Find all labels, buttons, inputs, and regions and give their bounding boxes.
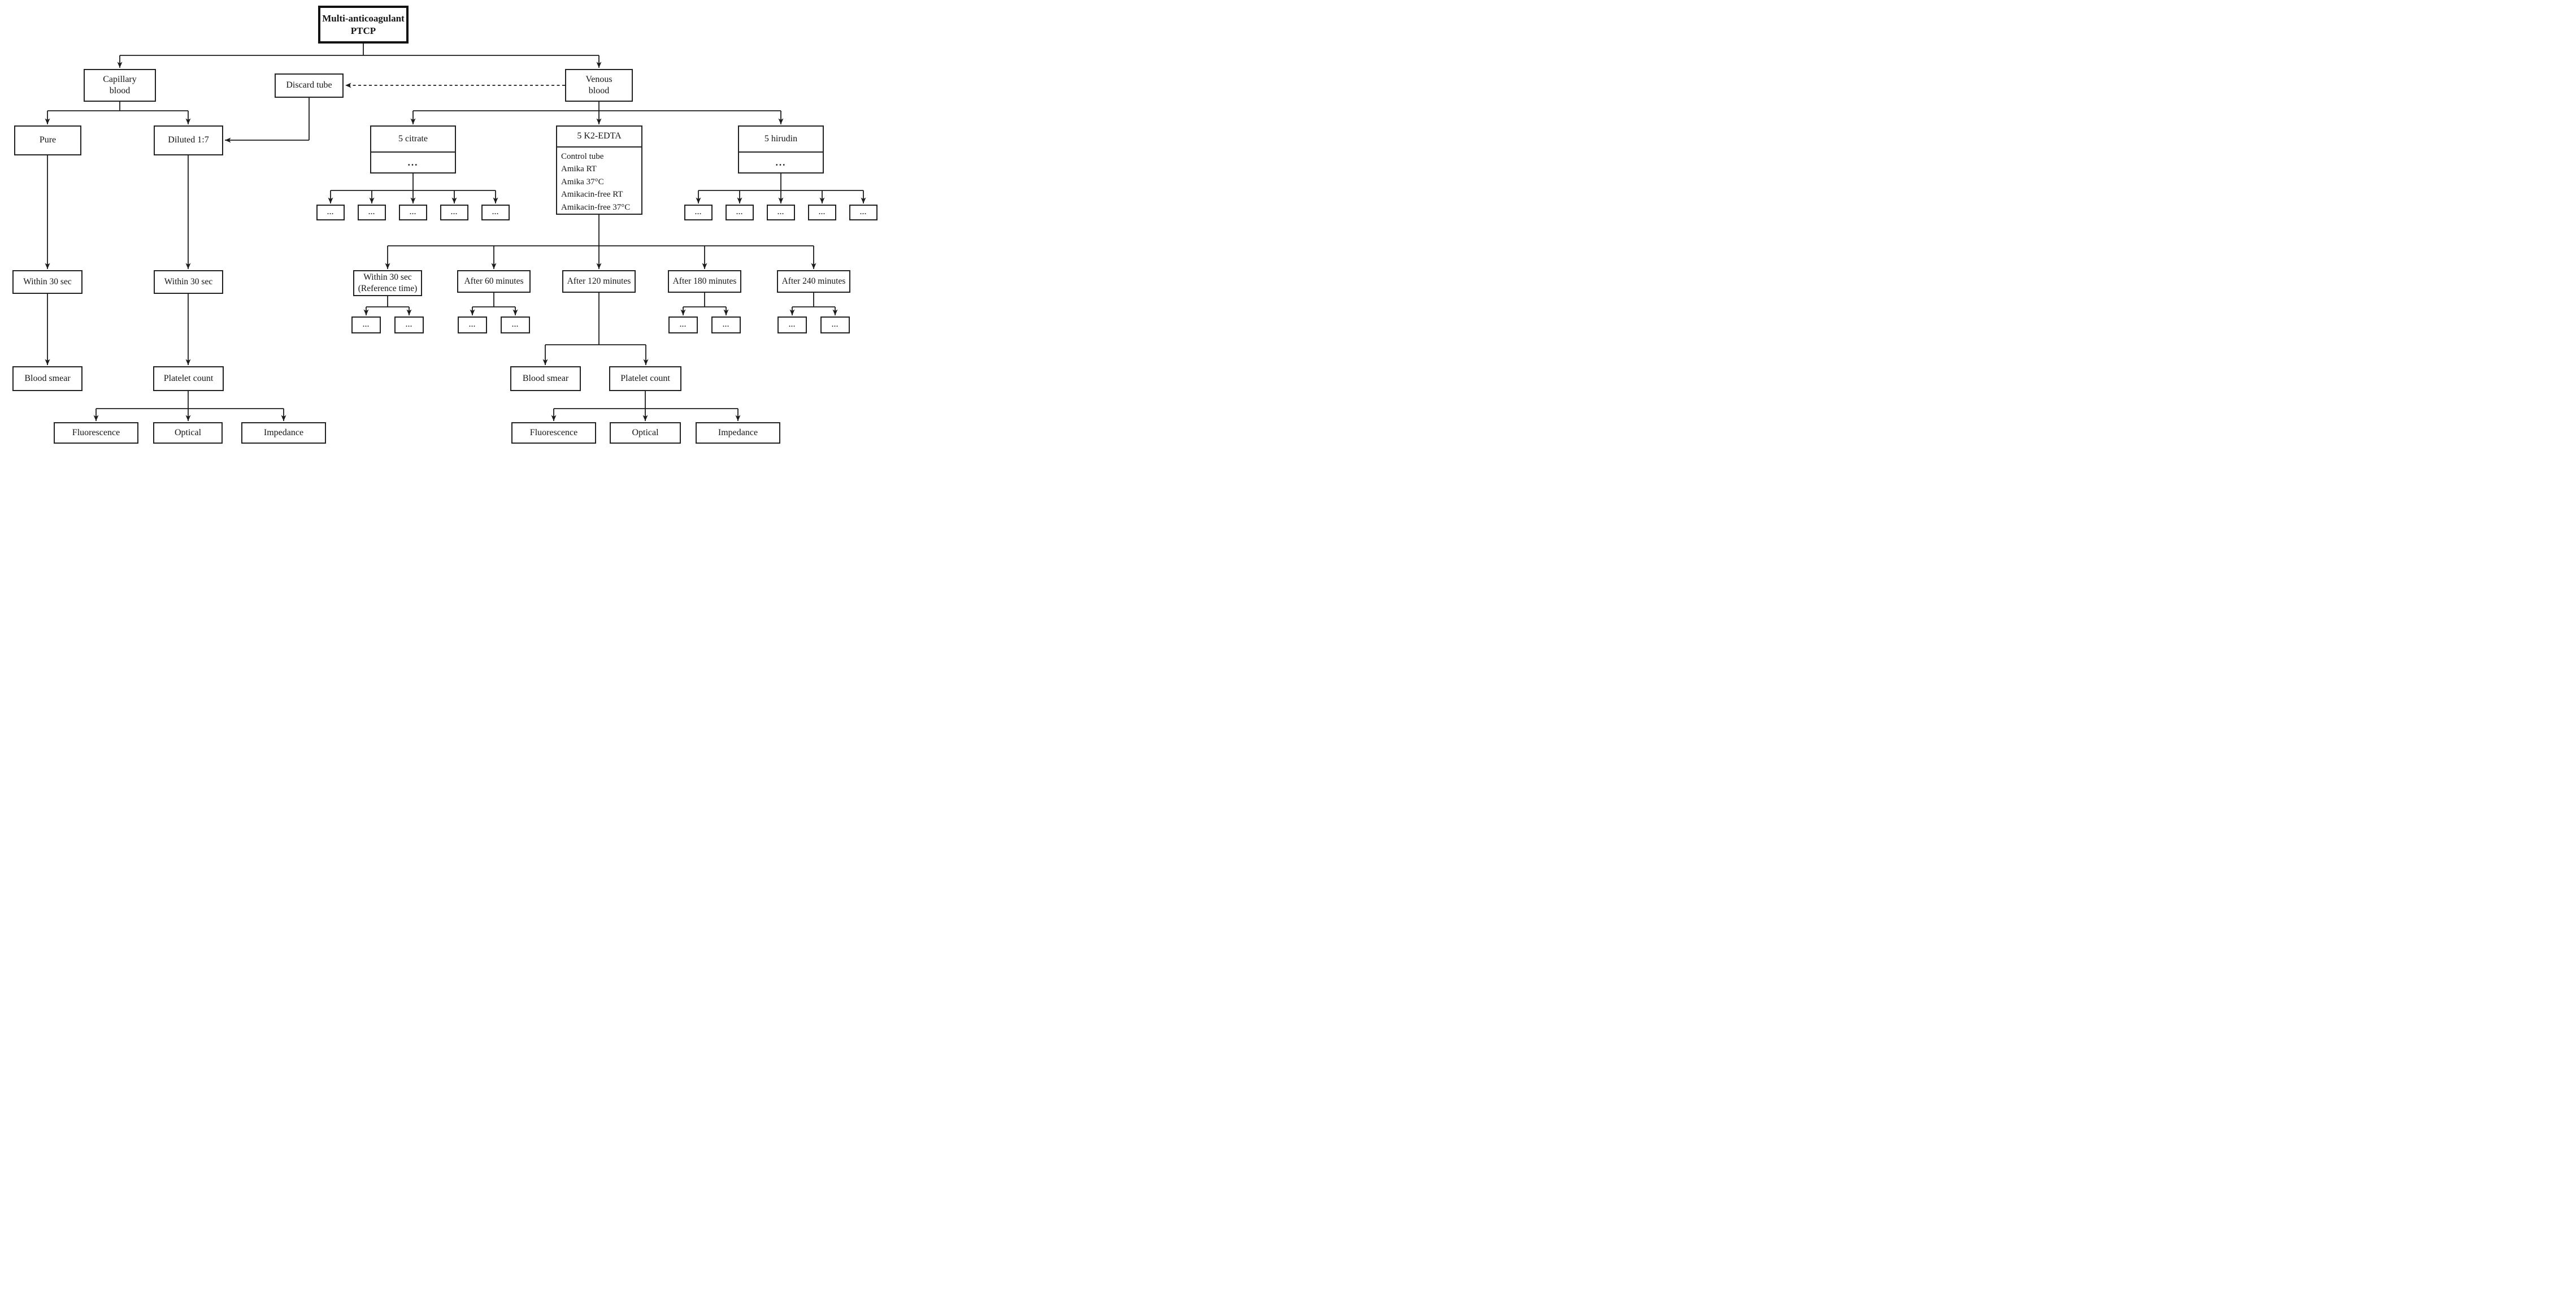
node-within-30-sec-pure: Within 30 sec [12,270,82,294]
node-180min-sample-2: ... [711,316,741,333]
node-5-hirudin: 5 hirudin ... [738,125,824,174]
condition-amika-37c: Amika 37°C [561,177,604,187]
node-5-citrate: 5 citrate ... [370,125,456,174]
node-240min-sample-1: ... [777,316,807,333]
condition-amikacin-free-37c: Amikacin-free 37°C [561,202,631,212]
k2-edta-condition-list: Control tube Amika RT Amika 37°C Amikaci… [557,148,641,214]
node-hirudin-tube-2: ... [726,205,754,220]
node-diluted-1-7: Diluted 1:7 [154,125,223,155]
node-impedance-right: Impedance [696,422,780,444]
node-venous-blood: Venous blood [565,69,633,102]
node-after-240-minutes: After 240 minutes [777,270,850,293]
node-discard-tube: Discard tube [275,73,344,98]
citrate-ellipsis: ... [407,157,419,168]
node-impedance-left: Impedance [241,422,326,444]
node-after-60-minutes: After 60 minutes [457,270,531,293]
node-fluorescence-left: Fluorescence [54,422,138,444]
node-60min-sample-1: ... [458,316,487,333]
title-line-2: PTCP [350,25,376,36]
citrate-label: 5 citrate [371,127,455,153]
hirudin-label: 5 hirudin [739,127,823,153]
node-blood-smear-left: Blood smear [12,366,82,391]
node-pure: Pure [14,125,81,155]
node-citrate-tube-1: ... [316,205,345,220]
condition-amika-rt: Amika RT [561,164,597,174]
connector-lines [45,44,866,421]
node-240min-sample-2: ... [820,316,850,333]
node-hirudin-tube-3: ... [767,205,795,220]
node-capillary-blood: Capillary blood [84,69,156,102]
node-blood-smear-right: Blood smear [510,366,581,391]
node-optical-right: Optical [610,422,681,444]
node-citrate-tube-3: ... [399,205,427,220]
node-multi-anticoagulant-ptcp: Multi-anticoagulant PTCP [318,6,409,44]
title-line-1: Multi-anticoagulant [322,12,405,24]
node-hirudin-tube-5: ... [849,205,878,220]
hirudin-ellipsis: ... [775,157,787,168]
node-within-30-sec-reference: Within 30 sec (Reference time) [353,270,422,296]
node-optical-left: Optical [153,422,223,444]
condition-control-tube: Control tube [561,151,604,161]
node-ref-sample-1: ... [351,316,381,333]
node-ref-sample-2: ... [394,316,424,333]
node-citrate-tube-4: ... [440,205,468,220]
node-180min-sample-1: ... [668,316,698,333]
node-hirudin-tube-1: ... [684,205,713,220]
node-platelet-count-left: Platelet count [153,366,224,391]
node-5-k2-edta: 5 K2-EDTA Control tube Amika RT Amika 37… [556,125,642,215]
node-after-180-minutes: After 180 minutes [668,270,741,293]
node-citrate-tube-2: ... [358,205,386,220]
node-citrate-tube-5: ... [481,205,510,220]
node-hirudin-tube-4: ... [808,205,836,220]
node-platelet-count-right: Platelet count [609,366,681,391]
node-after-120-minutes: After 120 minutes [562,270,636,293]
node-within-30-sec-diluted: Within 30 sec [154,270,223,294]
node-60min-sample-2: ... [501,316,530,333]
k2-edta-label: 5 K2-EDTA [557,127,641,148]
node-fluorescence-right: Fluorescence [511,422,596,444]
condition-amikacin-free-rt: Amikacin-free RT [561,190,623,200]
flowchart-multi-anticoagulant-ptcp: Multi-anticoagulant PTCP Capillary blood… [0,0,886,448]
